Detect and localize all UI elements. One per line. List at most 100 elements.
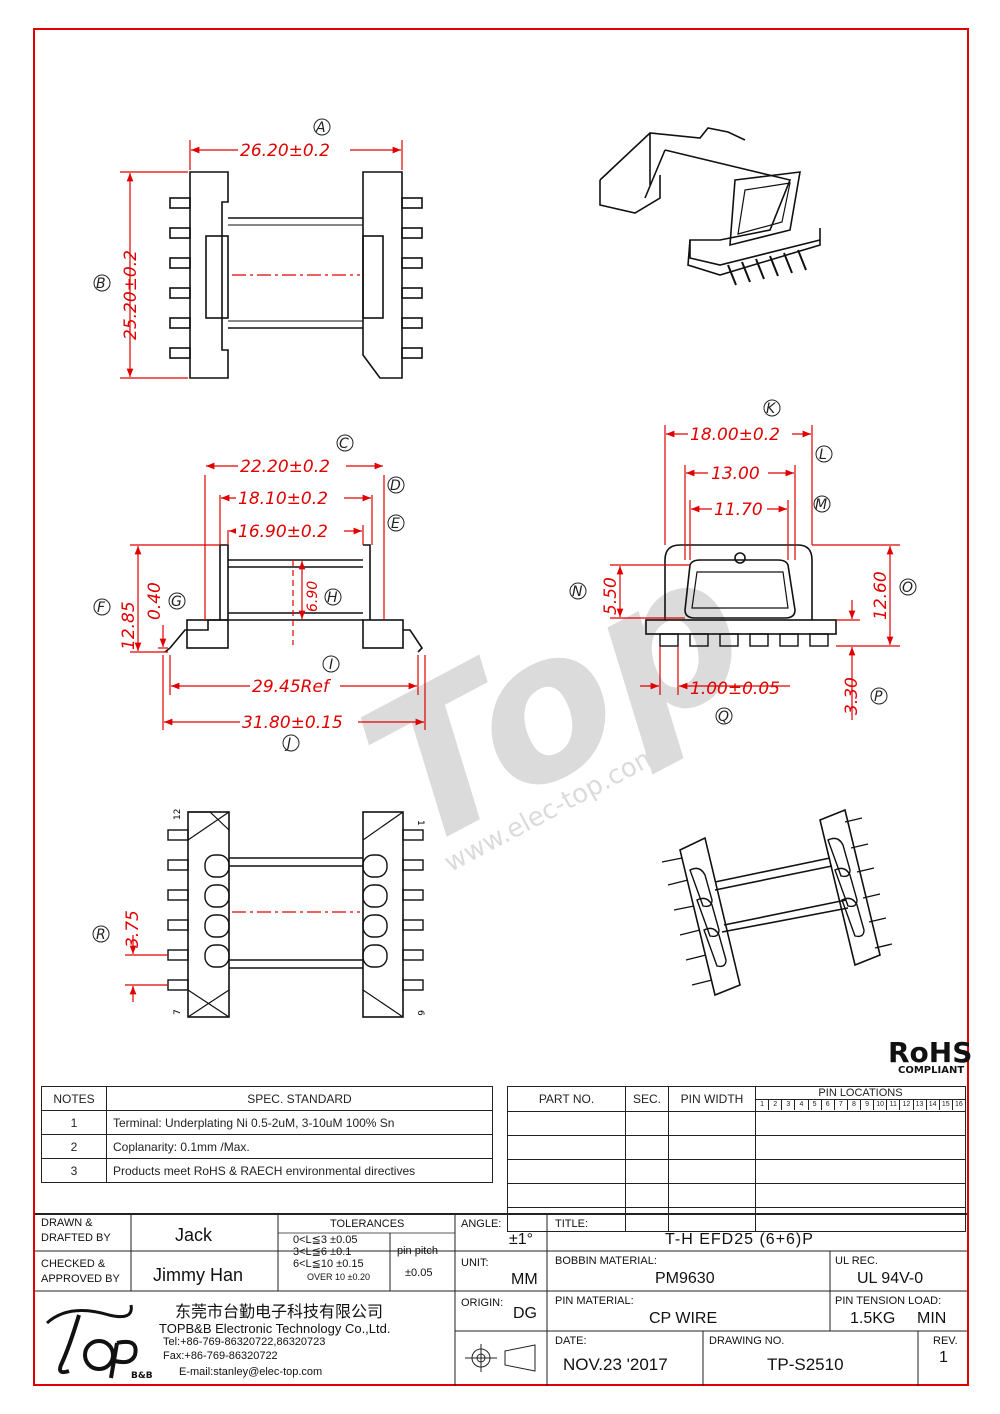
label-n: N (569, 582, 587, 600)
label-k: K (763, 399, 781, 417)
tol-row: 0<L≦3 ±0.05 (293, 1234, 358, 1246)
dim-m: 11.70 (714, 500, 763, 520)
bottom-view (167, 811, 424, 1018)
notes-row-text: Products meet RoHS & RAECH environmental… (106, 1158, 493, 1183)
dim-j: 31.80±0.15 (242, 713, 343, 733)
checked-value: Jimmy Han (153, 1265, 244, 1285)
label-j: J (282, 734, 300, 752)
dim-h: 6.90 (305, 581, 321, 612)
label-d: D (387, 476, 405, 494)
pin-column-header: 11 (886, 1100, 899, 1110)
end-view (645, 544, 837, 647)
pin-column-header: 8 (846, 1100, 860, 1110)
pin-material-label: PIN MATERIAL: (555, 1295, 634, 1307)
date-label: DATE: (555, 1335, 587, 1347)
notes-row-text: Terminal: Underplating Ni 0.5-2uM, 3-10u… (106, 1110, 493, 1135)
tol-row: 6<L≦10 ±0.15 (293, 1258, 364, 1270)
dim-d: 18.10±0.2 (238, 489, 328, 509)
pin-column-header: 1 (760, 1101, 765, 1108)
dim-i: 29.45Ref (252, 677, 332, 697)
angle-value: ±1° (509, 1231, 534, 1248)
watermark: Top www.elec-top.com (329, 506, 784, 895)
pin-column-header: 12 (899, 1100, 912, 1110)
ul-value: UL 94V-0 (857, 1270, 924, 1287)
drawing-label: DRAWING NO. (709, 1335, 785, 1347)
dim-n: 5.50 (601, 577, 621, 615)
svg-text:O: O (902, 580, 913, 596)
pin-column-header: 13 (912, 1100, 926, 1110)
notes-row-no: 1 (41, 1110, 107, 1135)
label-c: C (336, 434, 354, 452)
title-block-grid (35, 1215, 967, 1386)
svg-text:B: B (96, 276, 106, 292)
label-a: A (313, 118, 331, 136)
side-view (164, 544, 424, 653)
label-e: E (387, 514, 405, 532)
rohs-logo: RoHS COMPLIANT (888, 1036, 972, 1076)
bobbin-value: PM9630 (655, 1270, 715, 1287)
label-f: F (93, 598, 111, 616)
label-r: R (92, 925, 110, 943)
svg-text:K: K (766, 401, 777, 417)
svg-text:Q: Q (718, 709, 729, 725)
tol-row: 3<L≦6 ±0.1 (293, 1246, 352, 1258)
logo-sub: B&B (131, 1371, 153, 1381)
pin-column-header: 14 (925, 1100, 939, 1110)
svg-text:F: F (97, 600, 106, 616)
part-header-no: PART NO. (507, 1086, 626, 1112)
drawn-label: DRAWN & DRAFTED BY (41, 1217, 111, 1244)
rev-label: REV. (933, 1335, 958, 1347)
pin-column-header: 5 (807, 1100, 821, 1110)
part-header-sec: SEC. (625, 1086, 669, 1112)
pin-label-12: 12 (173, 809, 183, 820)
label-b: B (93, 274, 111, 292)
pin-locations-label: PIN LOCATIONS (756, 1088, 965, 1100)
title-label: TITLE: (555, 1218, 589, 1230)
dim-f: 12.85 (119, 601, 139, 650)
pin-label-6: 6 (415, 1010, 425, 1016)
drawn-value: Jack (175, 1225, 213, 1245)
bobbin-label: BOBBIN MATERIAL: (555, 1255, 657, 1267)
rohs-title: RoHS (888, 1036, 972, 1069)
tension-unit: MIN (917, 1310, 947, 1327)
svg-text:N: N (572, 584, 583, 600)
title-value: T-H EFD25 (6+6)P (665, 1231, 814, 1248)
label-o: O (899, 578, 917, 596)
rohs-sub: COMPLIANT (898, 1065, 964, 1076)
dim-g: 0.40 (145, 582, 165, 620)
tolerances-label: TOLERANCES (330, 1218, 405, 1230)
dim-b: 25.20±0.2 (121, 250, 141, 340)
tension-value: 1.5KG (850, 1310, 896, 1327)
origin-label: ORIGIN: (461, 1297, 504, 1309)
checked-label: CHECKED & APPROVED BY (41, 1258, 120, 1285)
dim-lines-a-b (120, 140, 403, 379)
tol-row: OVER 10 ±0.20 (307, 1272, 370, 1282)
tension-label: PIN TENSION LOAD: (835, 1295, 942, 1307)
pin-pitch-value: ±0.05 (405, 1267, 433, 1279)
company-email: E-mail:stanley@elec-top.com (179, 1366, 323, 1378)
title-block: DRAWN & DRAFTED BY Jack CHECKED & APPROV… (35, 1213, 967, 1386)
label-g: G (168, 592, 186, 610)
watermark-brand: Top (329, 506, 784, 895)
top-view (169, 171, 423, 379)
pin-column-header: 10 (873, 1100, 886, 1110)
pin-column-header: 7 (833, 1100, 847, 1110)
company-name-en: TOPB&B Electronic Technology Co.,Ltd. (159, 1321, 391, 1336)
pin-column-header: 4 (794, 1100, 807, 1110)
company-name-cn: 东莞市台勤电子科技有限公司 (175, 1302, 384, 1321)
label-i: I (322, 655, 340, 673)
isometric-view-bottom (661, 808, 893, 997)
label-q: Q (715, 707, 733, 725)
svg-text:C: C (339, 436, 349, 452)
isometric-view-top (599, 127, 821, 286)
dim-e: 16.90±0.2 (238, 522, 328, 542)
pin-material-value: CP WIRE (649, 1310, 718, 1327)
label-p: P (870, 687, 888, 705)
svg-text:M: M (815, 497, 827, 513)
notes-header-spec: SPEC. STANDARD (106, 1086, 493, 1111)
drawing-canvas: Top www.elec-top.com 26.20± (92, 118, 972, 1076)
label-h: H (324, 588, 342, 606)
pin-column-header: 9 (860, 1100, 873, 1110)
